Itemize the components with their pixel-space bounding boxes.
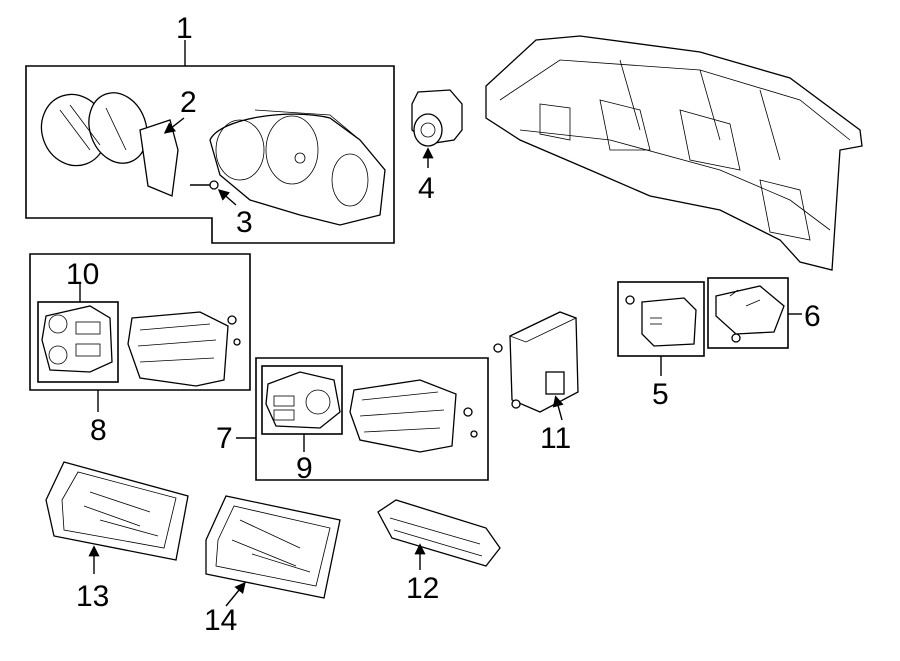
callout-12: 12 [406,572,439,605]
callout-5: 5 [652,378,669,411]
instrument-cluster-group [25,40,395,244]
callout-4: 4 [418,172,435,205]
group-10-outline [37,301,119,383]
cluster-body [209,109,386,226]
instrument-panel [485,35,863,271]
control-module-part-11 [493,311,579,421]
callout-6: 6 [804,300,821,333]
callout-13: 13 [76,580,109,613]
control-panel-part-12 [377,499,501,570]
callout-8: 8 [90,414,107,447]
switch-part-4 [411,89,463,168]
steering-switch-group-7 [236,357,489,481]
cluster-screw [190,180,237,206]
callout-7: 7 [216,422,233,455]
callout-2: 2 [180,86,197,119]
group-7-outline [255,357,489,481]
group-9-outline [261,365,343,435]
callout-3: 3 [236,206,253,239]
cluster-lens [40,92,179,197]
callout-14: 14 [204,604,237,637]
display-part-13 [45,461,189,574]
switch-part-5 [617,281,705,376]
callout-11: 11 [540,422,571,455]
callout-10: 10 [66,258,99,291]
switch-part-6 [707,277,802,349]
display-part-14 [205,495,341,607]
callout-9: 9 [296,452,313,485]
callout-1: 1 [176,12,193,45]
steering-switch-group-8 [29,253,251,412]
group-6-outline [707,277,789,349]
group-1-outline [25,65,395,244]
group-8-outline [29,253,251,391]
